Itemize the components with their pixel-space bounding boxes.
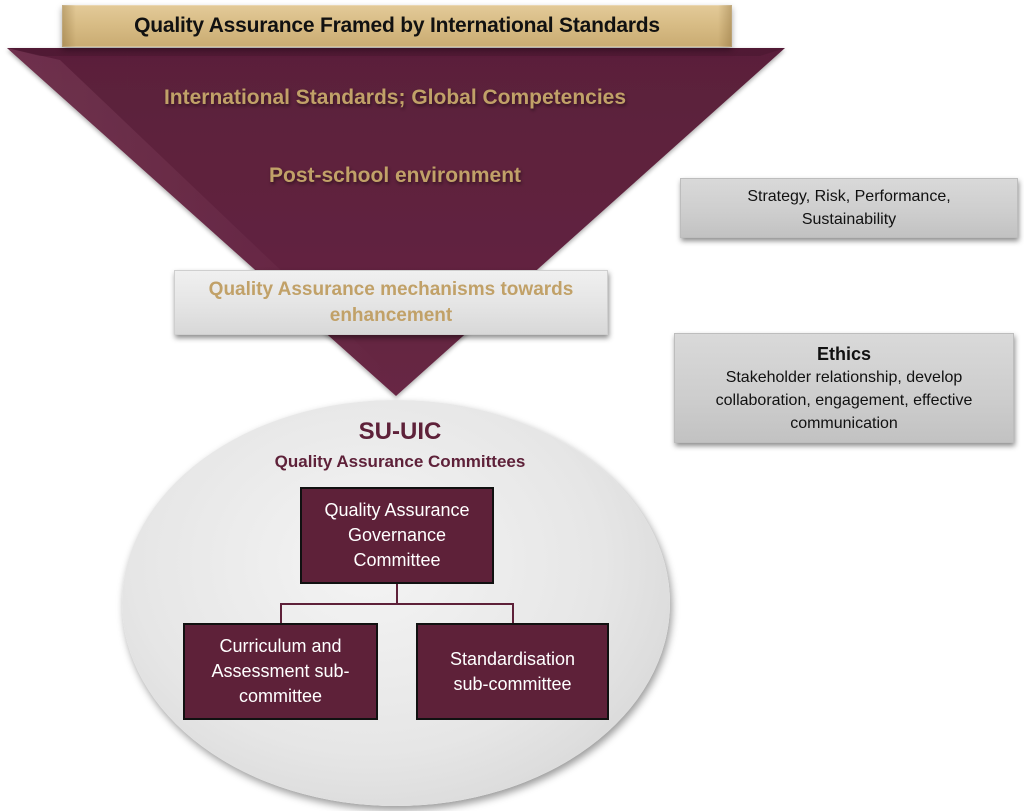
funnel-shape <box>7 48 785 396</box>
connector-horizontal <box>280 603 514 605</box>
ethics-title: Ethics <box>816 343 872 364</box>
ethics-body: Stakeholder relationship, develop collab… <box>715 368 973 432</box>
curriculum-subcommittee-box: Curriculum and Assessment sub-committee <box>183 623 378 720</box>
connector-vertical-top <box>396 584 398 604</box>
standardisation-subcommittee-label: Standardisation sub-committee <box>449 648 576 694</box>
connector-left <box>280 603 282 623</box>
title-banner: Quality Assurance Framed by Internationa… <box>62 5 732 47</box>
qa-mechanisms-box: Quality Assurance mechanisms towards enh… <box>174 270 608 335</box>
strategy-label: Strategy, Risk, Performance, Sustainabil… <box>747 188 951 228</box>
curriculum-subcommittee-label: Curriculum and Assessment sub-committee <box>211 636 350 706</box>
banner-title: Quality Assurance Framed by Internationa… <box>134 14 660 37</box>
ethics-box: Ethics Stakeholder relationship, develop… <box>674 333 1014 443</box>
committees-subtitle: Quality Assurance Committees <box>274 452 526 471</box>
funnel-bevel-top <box>7 48 785 56</box>
strategy-box: Strategy, Risk, Performance, Sustainabil… <box>680 178 1018 238</box>
standardisation-subcommittee-box: Standardisation sub-committee <box>416 623 609 720</box>
qa-mechanisms-label: Quality Assurance mechanisms towards enh… <box>208 278 574 326</box>
funnel-label-post-school: Post-school environment <box>268 164 522 187</box>
funnel-label-standards: International Standards; Global Competen… <box>163 86 627 109</box>
connector-right <box>512 603 514 623</box>
governance-committee-box: Quality Assurance Governance Committee <box>300 487 494 584</box>
committees-title: SU-UIC <box>358 418 442 445</box>
governance-committee-label: Quality Assurance Governance Committee <box>324 500 470 570</box>
